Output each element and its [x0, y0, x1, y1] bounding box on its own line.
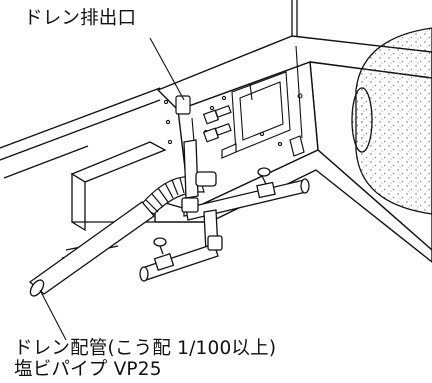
label-drain-outlet: ドレン排出口	[24, 8, 137, 29]
leader-drain-outlet	[149, 37, 185, 101]
insulated-duct	[351, 27, 432, 215]
leader-lines	[39, 37, 185, 341]
ceiling-lines	[0, 87, 161, 179]
branch-piping	[139, 167, 310, 282]
drain-pipe-long	[28, 201, 155, 297]
support-pole	[291, 0, 298, 40]
refrigerant-fittings	[175, 95, 305, 159]
leader-drain-pipe	[39, 289, 67, 341]
label-drain-pipe-gradient: ドレン配管(こう配 1/100以上)	[14, 338, 277, 359]
label-pvc-pipe: 塩ビパイプ VP25	[14, 359, 162, 380]
